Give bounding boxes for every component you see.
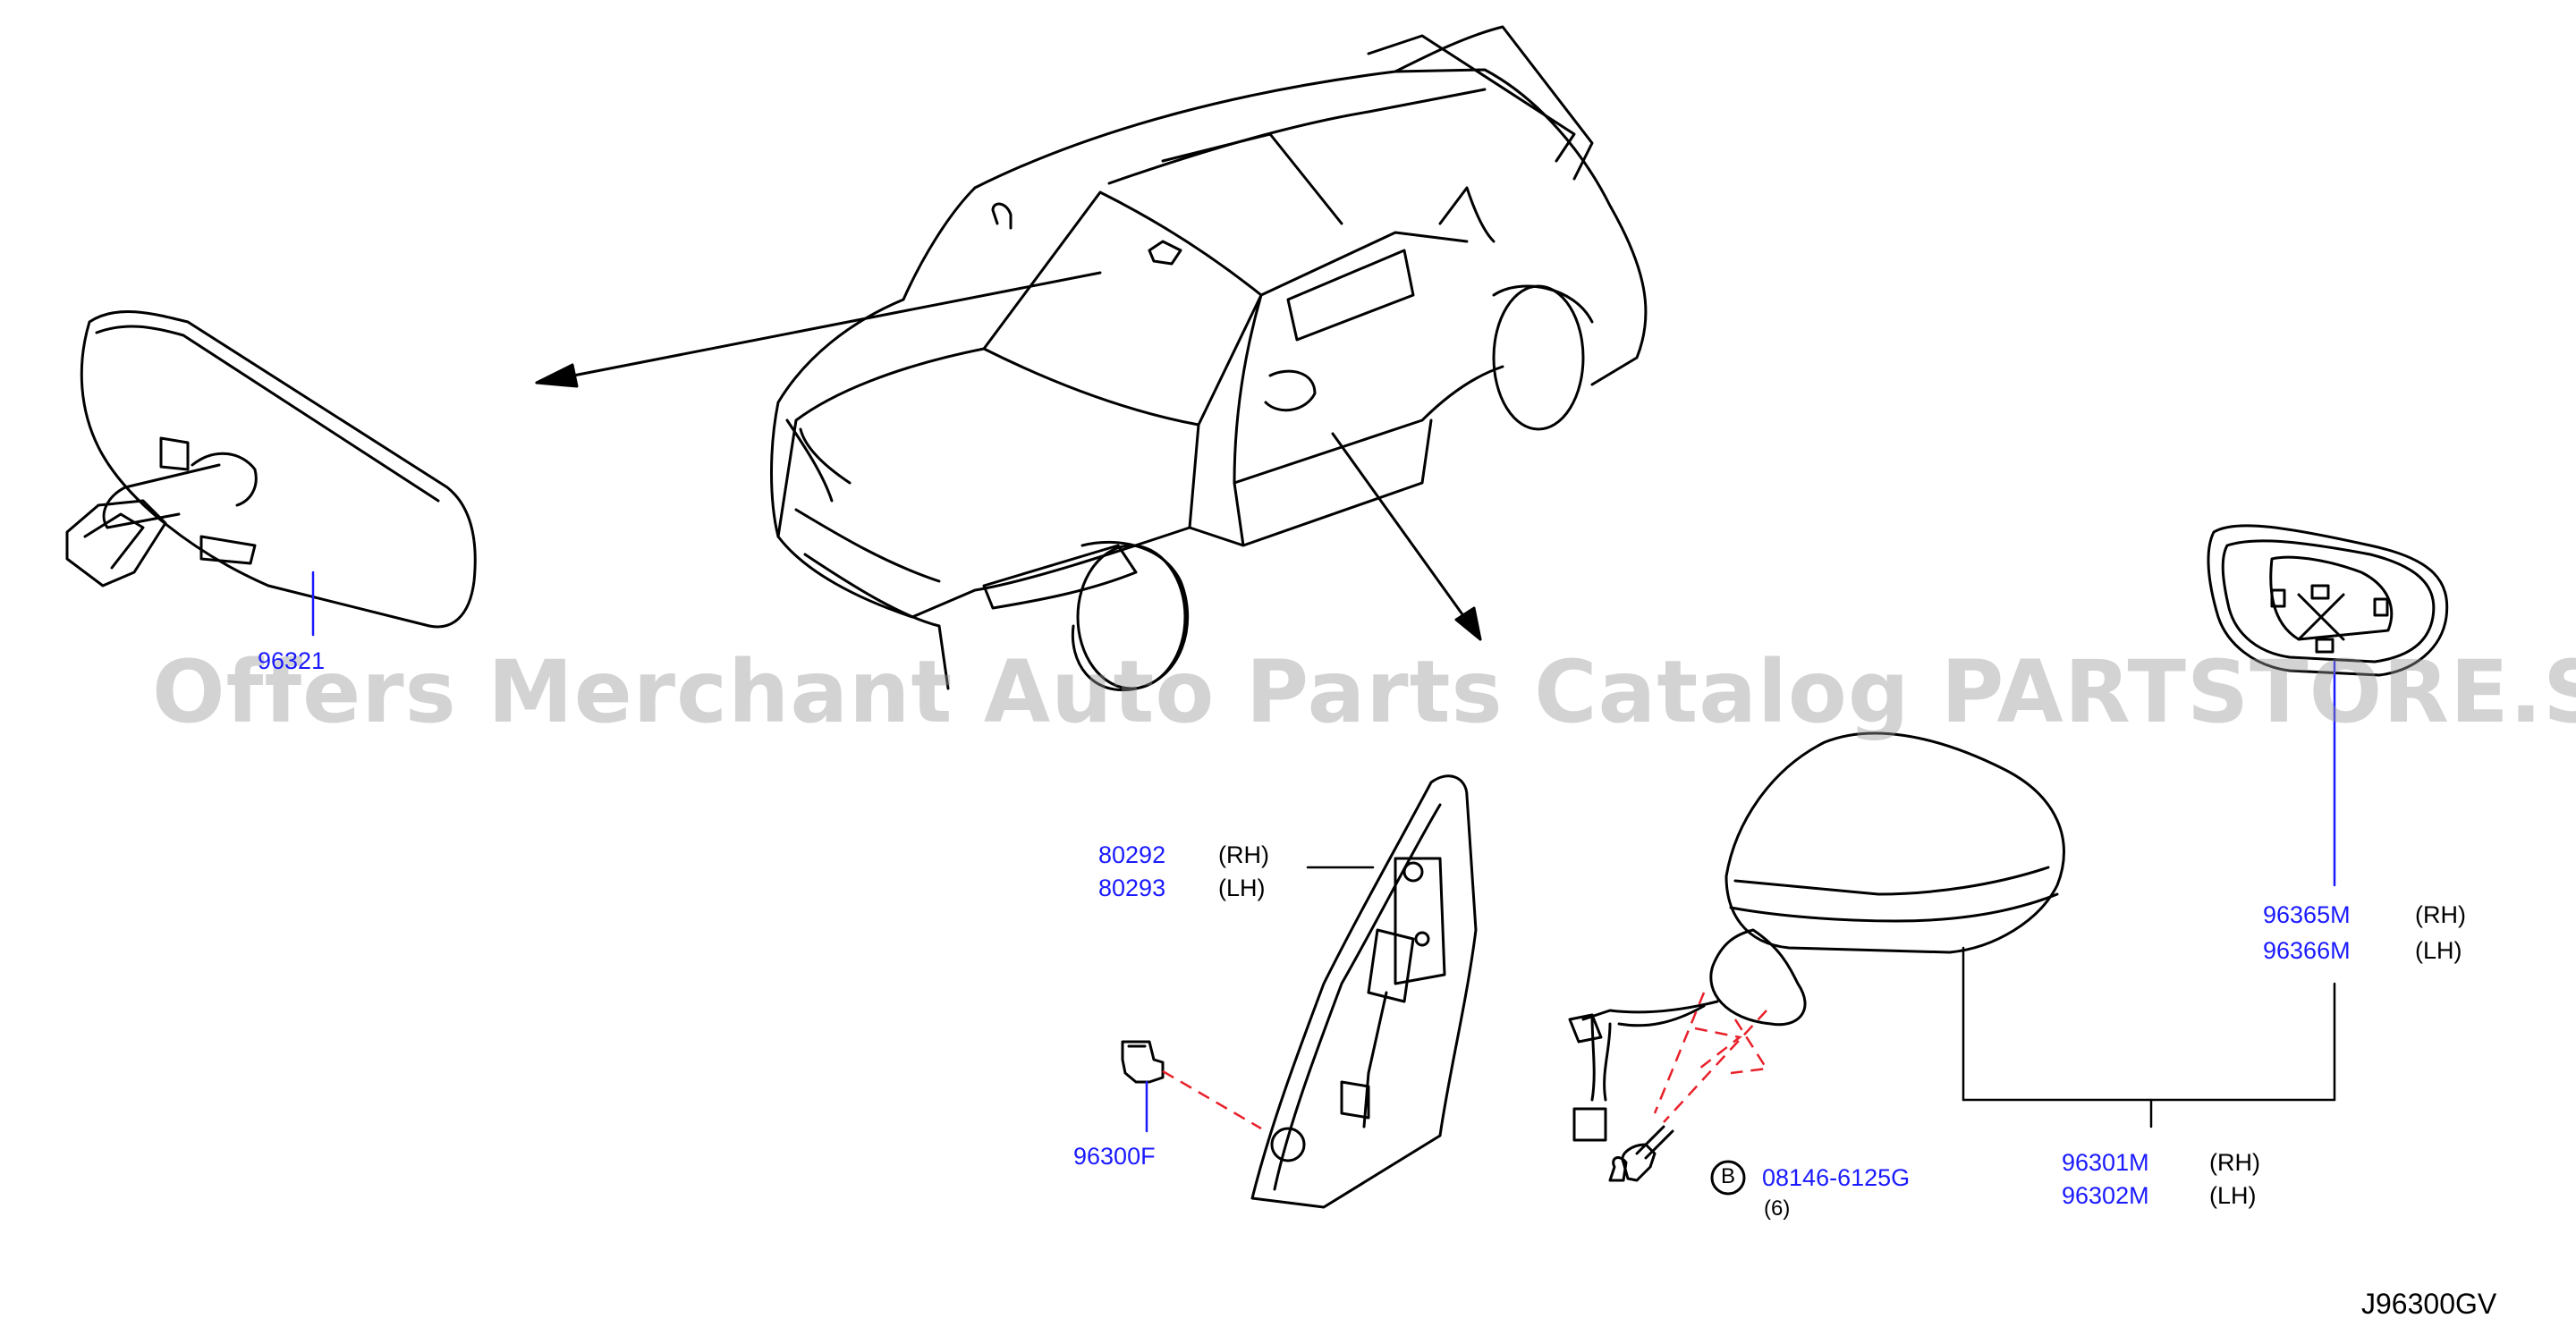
- callout-b-circle: [1710, 1160, 1746, 1196]
- part-number-96321[interactable]: 96321: [258, 647, 326, 674]
- watermark-text: Offers Merchant Auto Parts Catalog PARTS…: [152, 642, 2576, 742]
- part-number-80293[interactable]: 80293: [1098, 875, 1166, 901]
- inner-rearview-mirror: [65, 310, 477, 629]
- label-lh: (LH): [1218, 875, 1266, 901]
- part-number-96366M[interactable]: 96366M: [2263, 937, 2351, 964]
- part-number-80292[interactable]: 80292: [1098, 841, 1166, 868]
- part-number-96302M[interactable]: 96302M: [2062, 1182, 2149, 1209]
- clip-fastener: [1121, 1040, 1165, 1084]
- door-mirror-assembly: [1568, 731, 2065, 1142]
- label-rh: (RH): [1218, 841, 1269, 868]
- label-lh: (LH): [2415, 937, 2462, 964]
- corner-finisher-bracket: [1250, 774, 1478, 1209]
- part-number-96365M[interactable]: 96365M: [2263, 901, 2351, 928]
- arrow-to-door-mirror: [1331, 432, 1482, 641]
- part-number-08146-6125G[interactable]: 08146-6125G: [1762, 1164, 1911, 1191]
- label-lh: (LH): [2209, 1182, 2257, 1209]
- label-rh: (RH): [2209, 1149, 2260, 1176]
- diagram-code: J96300GV: [2361, 1288, 2497, 1320]
- label-rh: (RH): [2415, 901, 2466, 928]
- assembly-guide-lines: [1162, 992, 1769, 1130]
- arrow-to-inner-mirror: [535, 271, 1102, 388]
- mirror-glass: [2207, 524, 2449, 677]
- car-outline: [770, 25, 1648, 691]
- mirror-mount-bolt: [1608, 1125, 1674, 1182]
- bolt-quantity: (6): [1764, 1196, 1791, 1221]
- part-number-96301M[interactable]: 96301M: [2062, 1149, 2149, 1176]
- part-number-96300F[interactable]: 96300F: [1073, 1143, 1156, 1170]
- callout-b-letter: B: [1721, 1164, 1736, 1188]
